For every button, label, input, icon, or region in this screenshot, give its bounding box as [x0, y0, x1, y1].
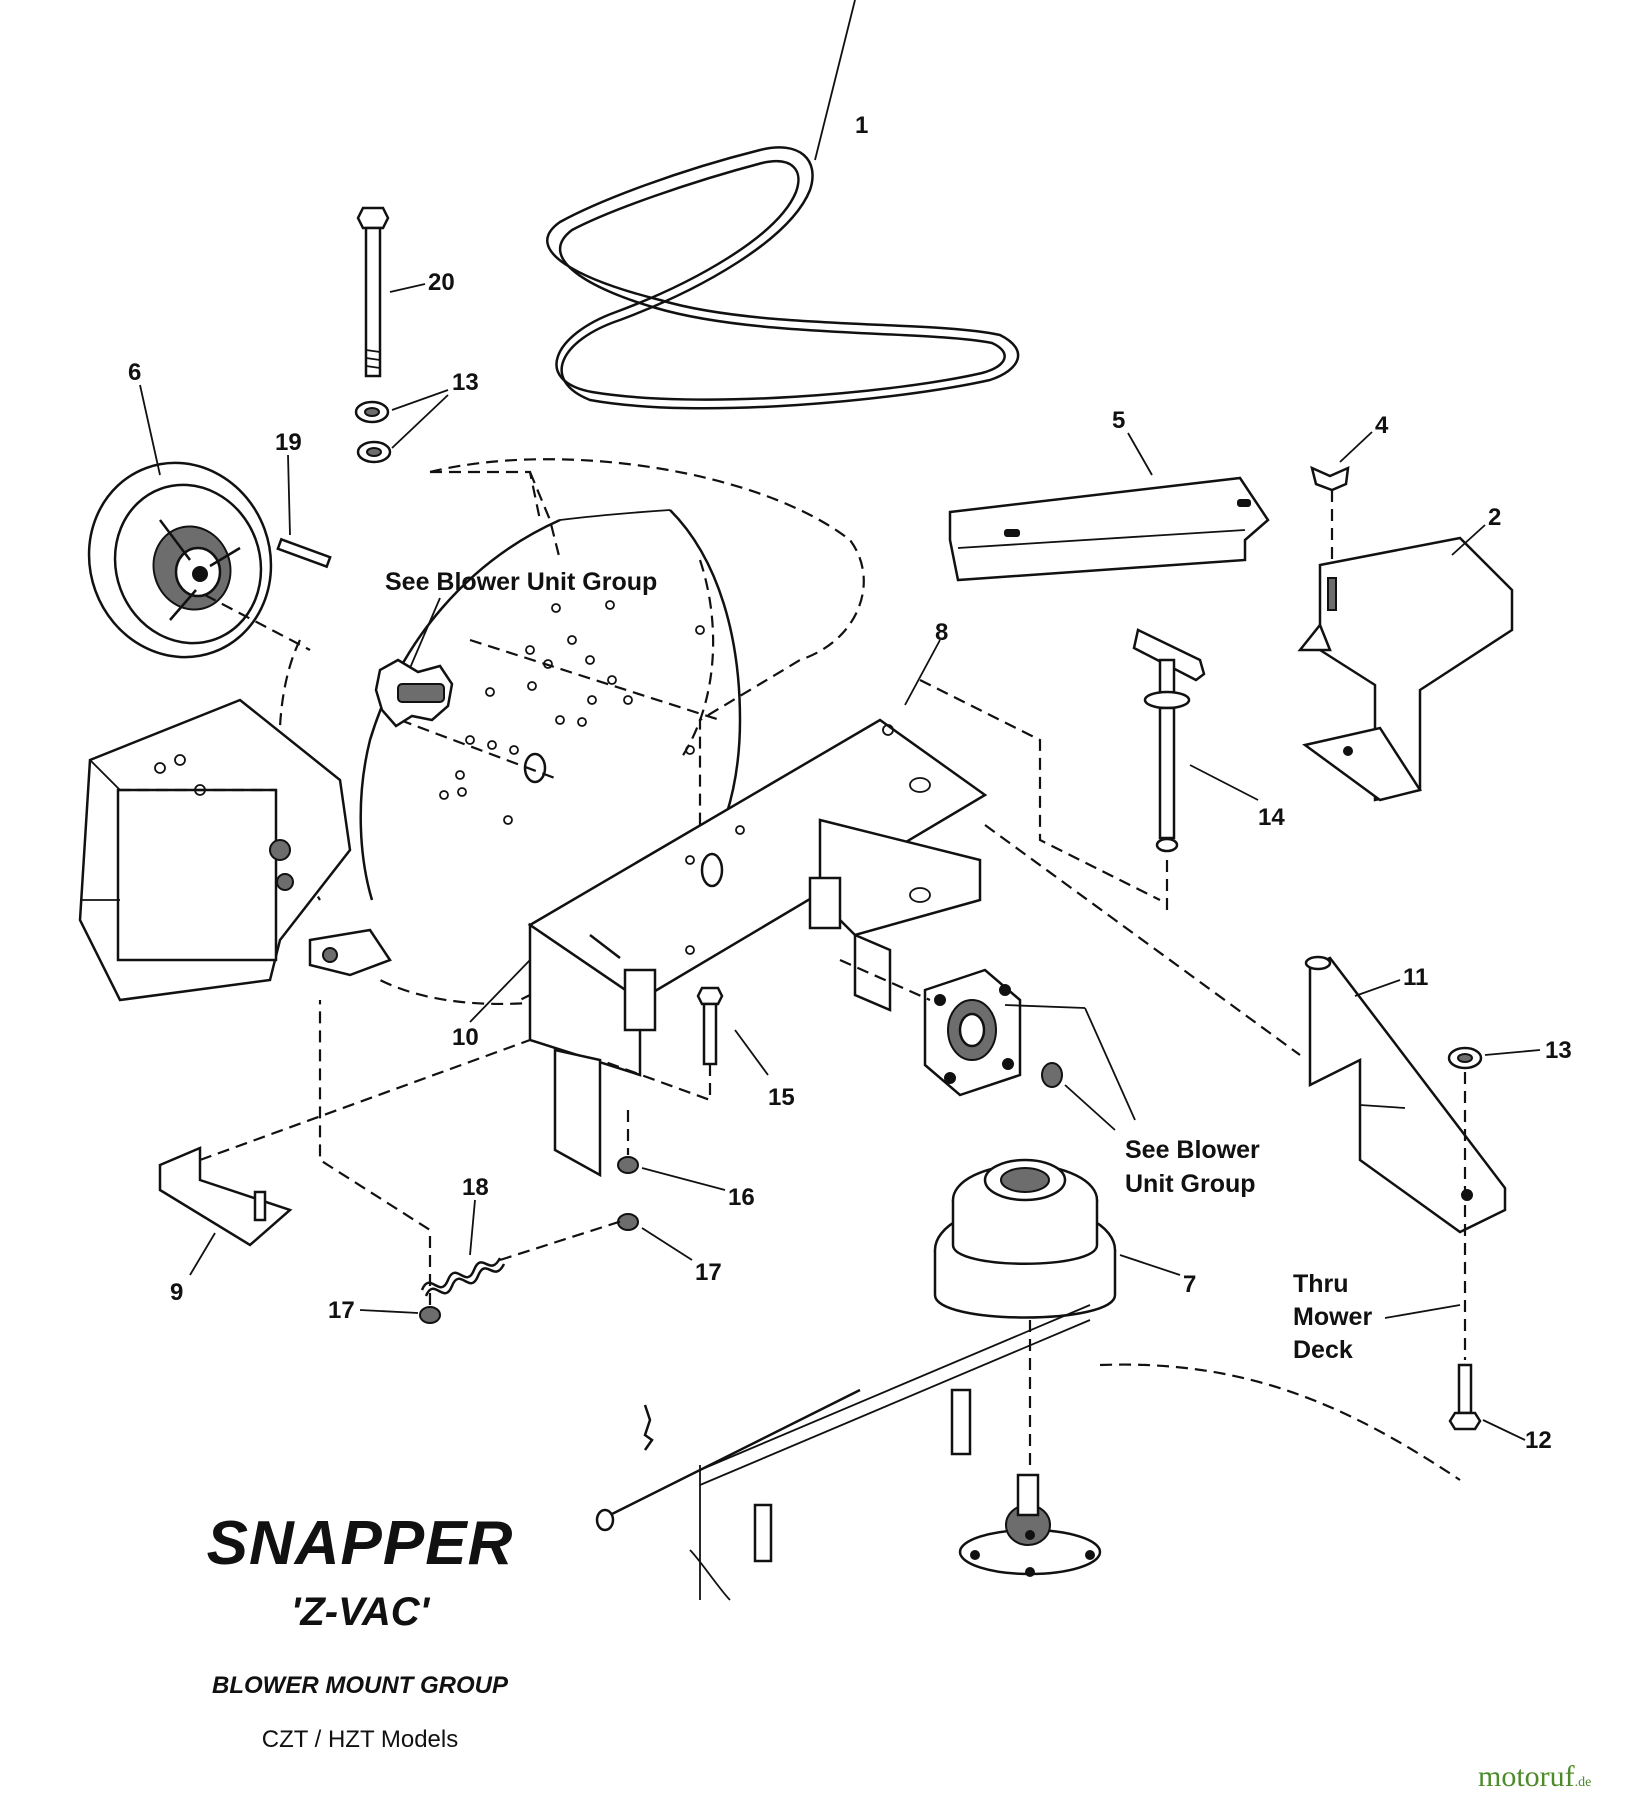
- part-19-key: [276, 537, 332, 569]
- note-blower-unit-mid: See Blower Unit Group: [1004, 1004, 1260, 1198]
- mower-deck-spindle: [595, 1304, 1461, 1601]
- part-11-bracket: [1304, 955, 1507, 1234]
- callout-6: 6: [128, 359, 161, 476]
- callout-20-label: 20: [428, 269, 455, 296]
- part-16-nut: [617, 1156, 639, 1174]
- callout-13-right: 13: [1484, 1037, 1572, 1064]
- callout-4-label: 4: [1375, 412, 1389, 439]
- callout-13-top: 13: [391, 369, 479, 449]
- part-2-bracket: [1297, 536, 1514, 802]
- watermark-suffix: .de: [1574, 1775, 1592, 1790]
- callout-17-left-label: 17: [328, 1297, 355, 1324]
- part-13-nuts: [354, 400, 392, 464]
- callout-15-label: 15: [768, 1084, 795, 1111]
- callout-14-label: 14: [1258, 804, 1285, 831]
- callout-2-label: 2: [1488, 504, 1501, 531]
- brand-title: SNAPPER: [206, 1509, 514, 1578]
- callout-10-label: 10: [452, 1024, 479, 1051]
- note-blower-unit-top-label: See Blower Unit Group: [385, 568, 657, 596]
- callout-11-label: 11: [1403, 964, 1428, 991]
- assembly-line-flange: [839, 958, 931, 1002]
- callout-17-right: 17: [641, 1227, 722, 1286]
- callout-17-right-label: 17: [695, 1259, 722, 1286]
- part-13-right-nut: [1447, 1046, 1483, 1360]
- callout-12: 12: [1482, 1419, 1552, 1454]
- assembly-line-17-left: [318, 1000, 432, 1305]
- callout-13-right-label: 13: [1545, 1037, 1572, 1064]
- callout-1-label: 1: [855, 112, 868, 139]
- assembly-line-pulley: [204, 594, 311, 651]
- note-thru-line-1: Thru: [1293, 1270, 1349, 1298]
- callout-17-left: 17: [328, 1297, 419, 1324]
- callout-16: 16: [641, 1167, 755, 1211]
- callout-18-label: 18: [462, 1174, 489, 1201]
- callout-9: 9: [170, 1232, 216, 1306]
- part-17-left-nut: [419, 1306, 441, 1324]
- note-thru-mower-deck: Thru Mower Deck: [1293, 1270, 1461, 1364]
- callout-16-label: 16: [728, 1184, 755, 1211]
- callout-19: 19: [275, 429, 302, 536]
- callout-15: 15: [734, 1029, 795, 1111]
- part-17-nut: [617, 1213, 639, 1231]
- part-6-pulley: [87, 461, 273, 659]
- callout-19-label: 19: [275, 429, 302, 456]
- note-thru-line-2: Mower: [1293, 1303, 1372, 1331]
- models-subtitle: CZT / HZT Models: [261, 1726, 459, 1753]
- callout-11: 11: [1354, 964, 1428, 997]
- callout-4: 4: [1339, 412, 1389, 463]
- callout-10: 10: [452, 959, 531, 1051]
- bearing-flange: [923, 968, 1063, 1097]
- part-1-belt: [546, 146, 1020, 410]
- part-14-t-handle: [1132, 628, 1206, 912]
- part-7-step-pulley: [933, 1158, 1117, 1470]
- note-blower-unit-mid-line-2: Unit Group: [1125, 1170, 1256, 1198]
- callout-13-top-label: 13: [452, 369, 479, 396]
- callout-20: 20: [389, 269, 455, 296]
- note-thru-line-3: Deck: [1293, 1336, 1353, 1364]
- callout-7: 7: [1119, 1254, 1196, 1298]
- assembly-line-bracket: [984, 824, 1301, 1056]
- callout-8-label: 8: [935, 619, 948, 646]
- group-title: BLOWER MOUNT GROUP: [212, 1672, 508, 1699]
- model-title: 'Z-VAC': [290, 1590, 430, 1634]
- part-9-bracket: [158, 1038, 531, 1247]
- watermark-text: motoruf: [1478, 1760, 1575, 1793]
- part-4-wing-nut: [1310, 465, 1350, 492]
- part-12-bolt: [1448, 1363, 1482, 1431]
- callout-18: 18: [462, 1174, 489, 1256]
- part-15-bolt: [599, 986, 724, 1102]
- callout-14: 14: [1189, 764, 1285, 831]
- part-20-bolt: [356, 206, 390, 378]
- part-18-spring: [420, 1218, 626, 1297]
- watermark: motoruf.de: [1478, 1760, 1591, 1794]
- callout-5-label: 5: [1112, 407, 1125, 434]
- engine-bracket-assembly: [78, 698, 392, 1002]
- part-8-mount-frame: [527, 718, 988, 1178]
- callout-2: 2: [1451, 504, 1501, 556]
- callout-1: 1: [814, 0, 868, 161]
- callout-9-label: 9: [170, 1279, 183, 1306]
- plate-holes: [439, 600, 705, 825]
- callout-6-label: 6: [128, 359, 141, 386]
- blower-adjust-knob: [374, 658, 454, 728]
- callout-5: 5: [1112, 407, 1153, 476]
- part-5-cover-plate: [948, 476, 1270, 582]
- callout-12-label: 12: [1525, 1427, 1552, 1454]
- callout-7-label: 7: [1183, 1271, 1196, 1298]
- callout-8: 8: [904, 619, 948, 706]
- assembly-line-frame: [919, 679, 1161, 901]
- note-blower-unit-mid-line-1: See Blower: [1125, 1136, 1260, 1164]
- note-blower-unit-top: See Blower Unit Group: [385, 568, 657, 669]
